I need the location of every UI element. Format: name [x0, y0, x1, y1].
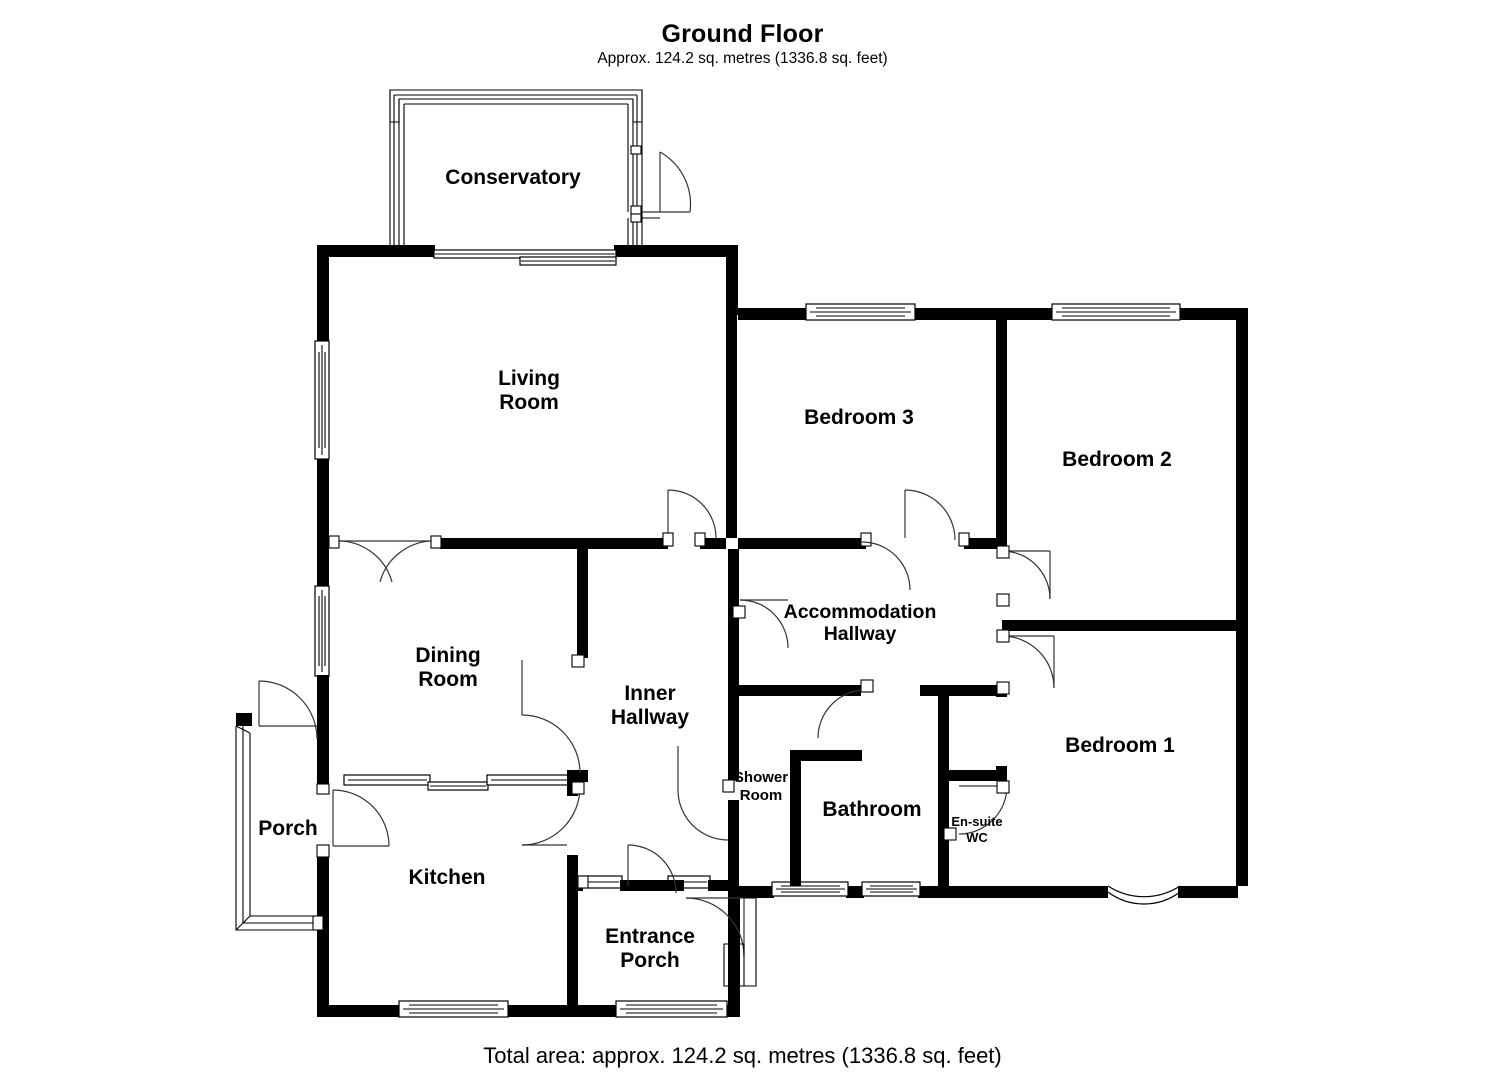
room-label-inner-hallway-line2: Hallway — [611, 706, 690, 729]
room-label-shower-room: Shower — [734, 769, 788, 786]
room-label-accommodation-hallway: Accommodation — [784, 601, 937, 623]
room-label-bedroom-1: Bedroom 1 — [1065, 734, 1175, 757]
room-label-entrance-porch-line2: Porch — [620, 949, 680, 972]
room-label-dining-room-line2: Room — [418, 668, 478, 691]
conservatory-structure — [389, 89, 692, 249]
door-swings — [316, 489, 1055, 987]
room-label-en-suite-wc: En-suite — [951, 814, 1002, 829]
room-label-porch: Porch — [258, 817, 318, 840]
room-label-accommodation-hallway-line2: Hallway — [824, 623, 897, 645]
room-label-dining-room: Dining — [415, 644, 480, 667]
room-label-bedroom-3: Bedroom 3 — [804, 406, 914, 429]
total-area-text: Total area: approx. 124.2 sq. metres (13… — [483, 1043, 1002, 1068]
room-label-bedroom-2: Bedroom 2 — [1062, 448, 1172, 471]
porch-structure — [235, 680, 324, 931]
patio-sliding-doors — [433, 249, 617, 266]
room-label-en-suite-wc-line2: WC — [966, 830, 988, 845]
room-label-shower-room-line2: Room — [740, 787, 783, 804]
windows — [314, 303, 1181, 1018]
page-title: Ground Floor — [661, 20, 824, 48]
room-label-bathroom: Bathroom — [822, 798, 921, 821]
room-label-living-room: Living — [498, 367, 560, 390]
exterior-walls — [317, 245, 1248, 1017]
page-subtitle: Approx. 124.2 sq. metres (1336.8 sq. fee… — [597, 50, 888, 67]
room-label-conservatory: Conservatory — [445, 166, 581, 189]
room-label-entrance-porch: Entrance — [605, 925, 695, 948]
bedroom-1-bay-window — [1107, 885, 1181, 905]
room-label-living-room-line2: Room — [499, 391, 559, 414]
room-label-inner-hallway: Inner — [624, 682, 675, 705]
room-label-kitchen: Kitchen — [408, 866, 485, 889]
